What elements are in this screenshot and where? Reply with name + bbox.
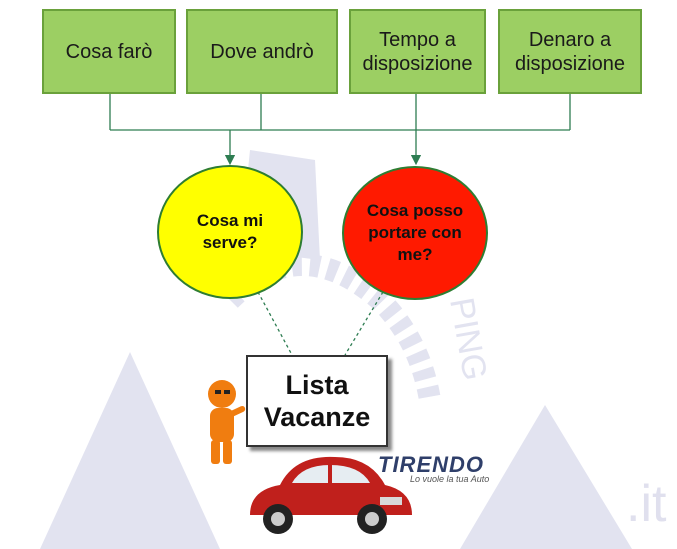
box-label: Cosa farò (65, 40, 153, 63)
person-figure-icon (208, 380, 246, 464)
tirendo-logo: TIRENDO (378, 452, 484, 477)
box-label: Tempo a disposizione (362, 28, 473, 75)
dashed-line-red (344, 291, 384, 356)
circle-cosa-mi-serve: Cosa mi serve? (157, 165, 303, 299)
circle-cosa-posso-portare: Cosa posso portare con me? (342, 166, 488, 300)
watermark-arc (222, 254, 441, 402)
box-label: Denaro a disposizione (514, 28, 626, 75)
watermark-triangle-left (40, 352, 220, 549)
box-denaro: Denaro a disposizione (498, 9, 642, 94)
box-dove-andro: Dove andrò (186, 9, 338, 94)
lista-vacanze-board: Lista Vacanze (246, 355, 388, 447)
watermark-triangle-right (460, 405, 632, 549)
box-label: Dove andrò (210, 40, 314, 63)
tirendo-slogan: Lo vuole la tua Auto (410, 474, 490, 484)
box-tempo: Tempo a disposizione (349, 9, 486, 94)
box-cosa-faro: Cosa farò (42, 9, 176, 94)
red-car-icon (250, 456, 412, 534)
dashed-line-yellow (257, 291, 293, 356)
circle-label: Cosa posso portare con me? (366, 201, 464, 264)
circle-label: Cosa mi serve? (196, 211, 264, 252)
board-label: Lista Vacanze (263, 370, 371, 432)
watermark-domain: .it (626, 475, 667, 533)
